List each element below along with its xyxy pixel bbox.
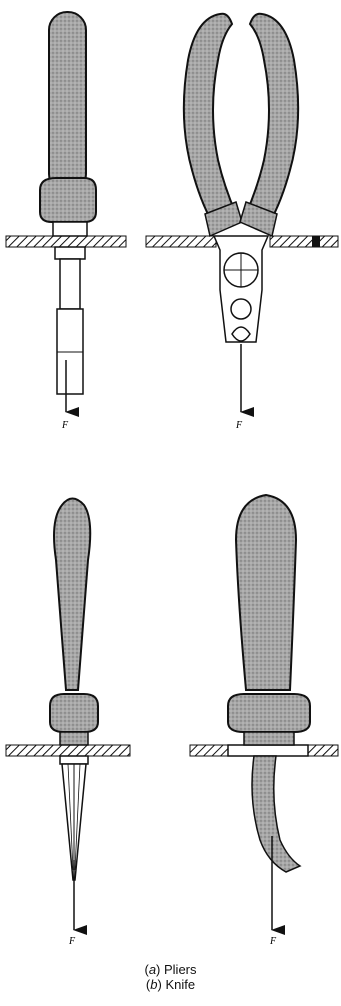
tool-bottom-left: F xyxy=(6,499,130,948)
knife-handle xyxy=(236,495,296,690)
force-label-knife: F xyxy=(269,936,277,947)
caption-knife: (b) Knife xyxy=(0,977,341,992)
knife-blade xyxy=(252,756,300,872)
pliers: F xyxy=(146,14,338,431)
ferrule2-top-left xyxy=(55,247,85,259)
knife-collar xyxy=(228,694,310,732)
force-label-pliers: F xyxy=(235,420,243,431)
pliers-handle-right xyxy=(246,14,298,222)
knife: F xyxy=(190,495,338,947)
caption-pliers: (a) Pliers xyxy=(0,962,341,977)
handle-top-left xyxy=(49,12,86,192)
plate-top-left xyxy=(6,236,126,247)
pliers-head xyxy=(214,236,268,342)
tool-top-left: F xyxy=(6,12,126,431)
plate-pliers-left xyxy=(146,236,216,247)
plate-knife-right xyxy=(308,745,338,756)
force-label-top-left: F xyxy=(61,420,69,431)
collar-bottom-left xyxy=(50,694,98,732)
plate-knife-left xyxy=(190,745,230,756)
shaft-top-left xyxy=(60,259,80,309)
handle-bottom-left xyxy=(54,499,90,691)
ferrule-top-left xyxy=(53,222,87,236)
caption-knife-letter: b xyxy=(150,977,157,992)
force-label-bottom-left: F xyxy=(68,936,76,947)
collar-top-left xyxy=(40,178,96,222)
plate-pliers-right xyxy=(270,236,338,247)
plate-bottom-left xyxy=(6,745,130,756)
caption-pliers-text: Pliers xyxy=(164,962,197,977)
pliers-handle-left xyxy=(184,14,236,222)
caption-knife-text: Knife xyxy=(165,977,195,992)
caption-pliers-letter: a xyxy=(149,962,156,977)
